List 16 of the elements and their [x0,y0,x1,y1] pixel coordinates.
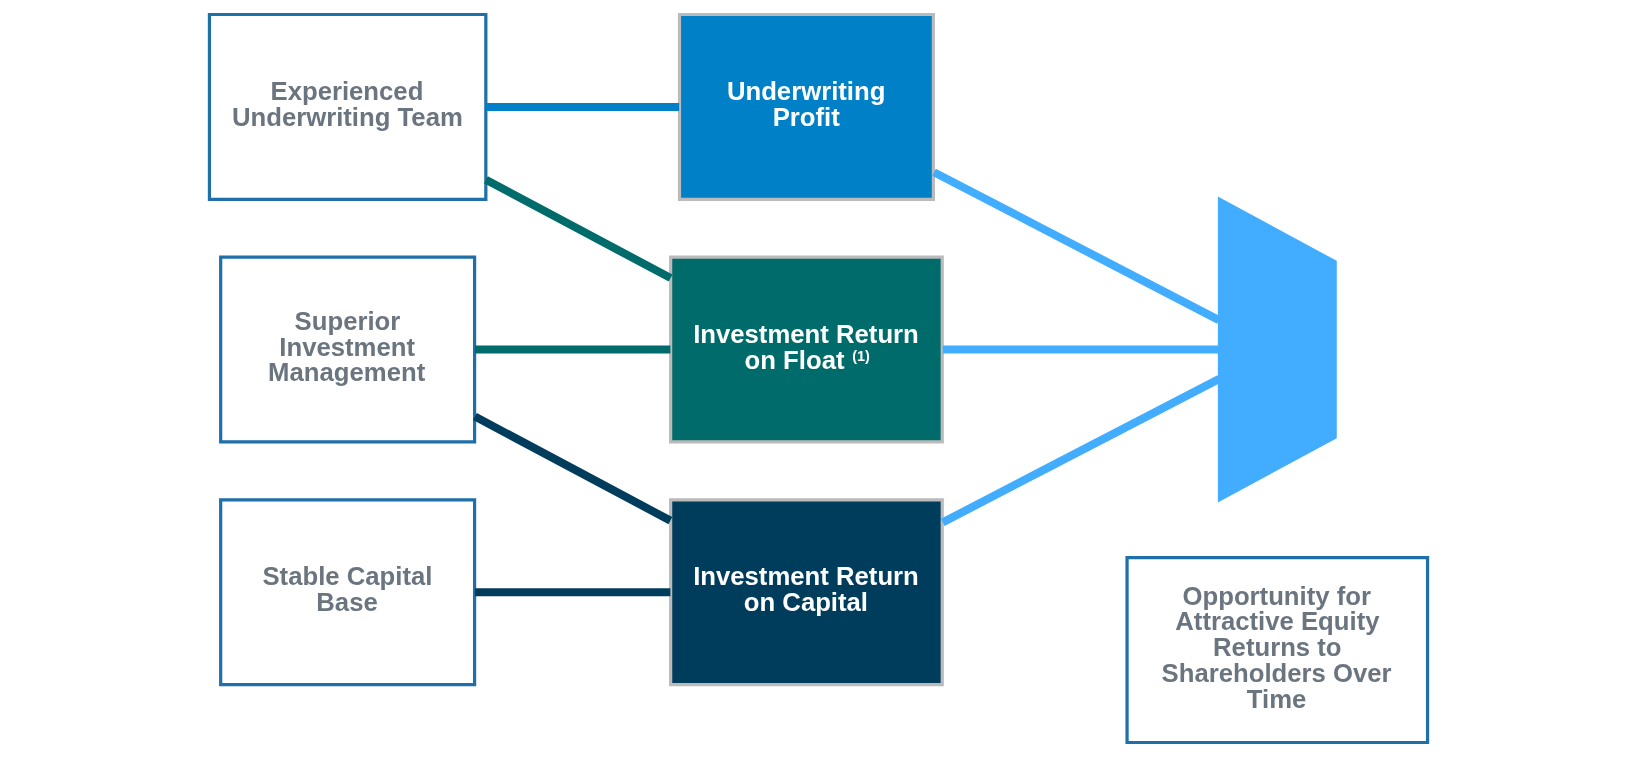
node-box: Opportunity for Attractive Equity Returns to Shareholders Over Time [1124,556,1429,745]
node-box: Investment Return on Capital [668,498,944,687]
node-box: Experienced Underwriting Team [207,12,487,201]
connector [474,345,670,354]
connector [942,345,1219,354]
node-box: Investment Return on Float $^{(1)}$ [668,255,944,444]
connector [940,375,1221,526]
node-funnel [1217,196,1337,503]
connector [483,176,672,282]
connector [474,588,670,597]
connector [485,102,679,111]
connector [472,412,672,525]
node-box: Superior Investment Management [218,255,476,444]
connector [931,168,1221,324]
node-box: Underwriting Profit [677,12,935,201]
node-box: Stable Capital Base [218,498,476,687]
